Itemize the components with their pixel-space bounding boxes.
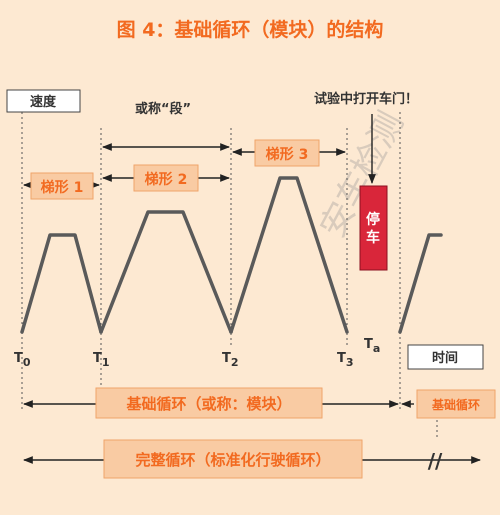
trapezoid-2-shape: [99, 210, 233, 334]
full-cycle-box: [103, 439, 363, 479]
stop-box: [359, 185, 388, 271]
axis-break-mark: //: [428, 449, 443, 473]
stop-label-1: 停: [366, 211, 380, 228]
time-mark-t1: T1: [93, 351, 110, 369]
next-basic-cycle-label: 基础循环: [431, 397, 480, 412]
page-title: 图 4：基础循环（模块）的结构: [117, 18, 384, 41]
speed-label-box: [6, 89, 81, 113]
basic-cycle-box: [95, 387, 323, 419]
door-test-note: 试验中打开车门！: [314, 91, 418, 107]
trapezoid-3-label-box: [254, 139, 320, 167]
time-mark-t0: T0: [14, 351, 31, 369]
stop-label-2: 车: [366, 229, 380, 246]
full-cycle-label: 完整循环（标准化行驶循环）: [135, 451, 330, 469]
next-basic-cycle-box: [416, 389, 496, 419]
trapezoid-1-shape: [20, 233, 103, 334]
time-mark-t2: T2: [222, 351, 239, 369]
trapezoid-1-label-box: [30, 172, 94, 200]
trapezoid-3-shape: [229, 176, 349, 334]
speed-label: 速度: [30, 94, 57, 110]
segment-note: 或称“段”: [135, 101, 191, 117]
trapezoid-2-label-box: [133, 164, 199, 192]
time-label-box: [407, 344, 484, 370]
time-label: 时间: [432, 350, 458, 366]
time-mark-ta: Ta: [364, 337, 380, 355]
time-mark-t3: T3: [337, 351, 354, 369]
basic-cycle-label: 基础循环（或称：模块）: [125, 395, 291, 413]
next-cycle-shape: [398, 233, 443, 334]
